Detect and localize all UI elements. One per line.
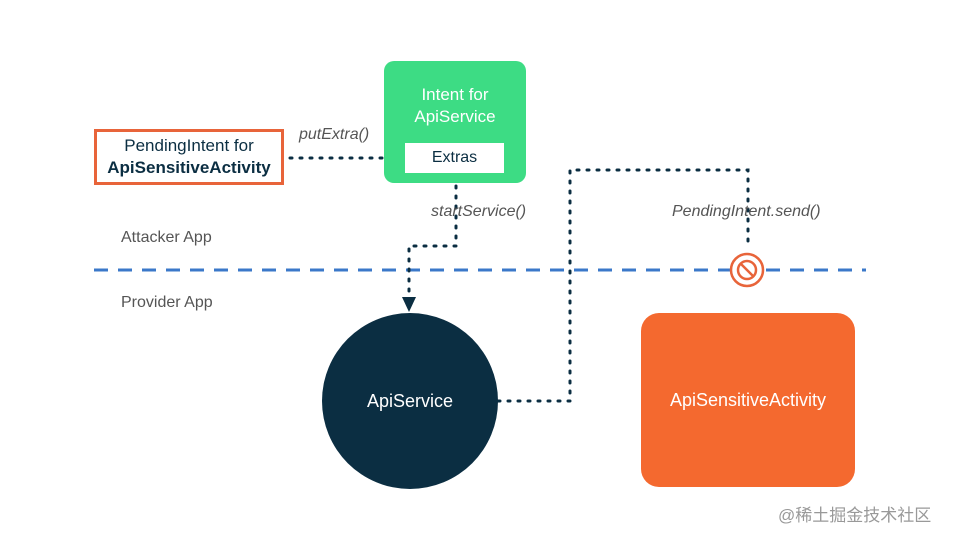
- start-service-connector: [407, 184, 458, 296]
- extras-box: Extras: [405, 143, 504, 173]
- intent-title-line1: Intent for: [421, 85, 489, 104]
- intent-title-line2: ApiService: [414, 107, 496, 126]
- api-sensitive-activity-label: ApiSensitiveActivity: [669, 389, 827, 410]
- pending-intent-box: PendingIntent for ApiSensitiveActivity: [94, 129, 284, 185]
- attacker-app-label: Attacker App: [121, 229, 212, 246]
- pending-intent-line1: PendingIntent for: [124, 136, 254, 155]
- start-service-label: startService(): [431, 203, 527, 220]
- blocked-icon: [729, 252, 765, 288]
- put-extra-label: putExtra(): [299, 126, 370, 143]
- pending-intent-line2: ApiSensitiveActivity: [107, 158, 271, 177]
- api-service-node: ApiService: [322, 313, 498, 489]
- pending-send-connector: [496, 168, 750, 403]
- intent-title: Intent for ApiService: [384, 84, 526, 128]
- pending-send-label: PendingIntent.send(): [672, 203, 821, 220]
- start-service-arrowhead: [402, 297, 416, 312]
- provider-app-label: Provider App: [121, 294, 213, 311]
- api-service-label: ApiService: [366, 390, 454, 411]
- watermark: @稀土掘金技术社区: [778, 506, 932, 525]
- api-sensitive-activity-node: ApiSensitiveActivity: [641, 313, 855, 487]
